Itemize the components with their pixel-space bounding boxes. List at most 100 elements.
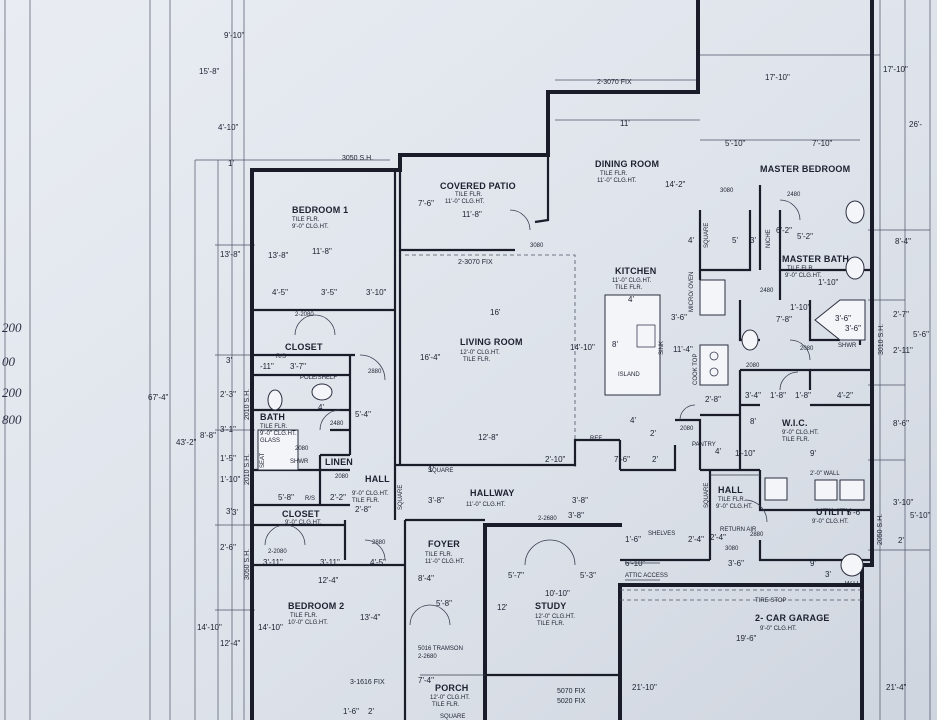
dim-patio: 11'-8" <box>462 210 482 219</box>
dim-br2b: 13'-4" <box>360 613 381 622</box>
dim-m12: 1'-8" <box>770 391 786 400</box>
dim-f1: 8'-4" <box>418 574 434 583</box>
living-room-floor: TILE FLR. <box>463 357 491 363</box>
window-2010-seat: 2010 S.H. <box>244 454 251 485</box>
kitchen-ceiling: 11'-0" CLG.HT. <box>612 278 652 284</box>
dim-m8: 7'-8" <box>776 315 792 324</box>
dim-r11: 21'-4" <box>886 683 907 692</box>
dim-top: 17'-10" <box>765 73 790 82</box>
dim-v7: 43'-2" <box>176 438 197 447</box>
bath-floor: TILE FLR. <box>260 424 288 430</box>
study-floor: TILE FLR. <box>537 621 565 627</box>
door-2080-mbath: 2080 <box>800 346 814 352</box>
dim-k4: 11'-4" <box>673 345 693 354</box>
foyer-ceiling: 11'-0" CLG.HT. <box>425 559 465 565</box>
door-2880-bed1: 2880 <box>368 369 382 375</box>
garage-ceiling: 9'-0" CLG.HT. <box>760 626 797 632</box>
dim-s2: 5'-7" <box>508 571 524 580</box>
window-1616: 3-1616 FIX <box>350 679 385 686</box>
dim-bed1-v: 13'-8" <box>268 251 289 260</box>
dim-h1: 2'-2" <box>330 493 346 502</box>
dim-dining-v: 14'-2" <box>665 180 686 189</box>
dim-k10: 2' <box>652 455 658 464</box>
dim-r5: 5'-6" <box>913 330 929 339</box>
dim-bed1-h: 11'-8" <box>312 247 332 256</box>
handwritten-notes: 200 00 200 800 <box>2 320 22 427</box>
cooktop-label: COOK TOP <box>693 354 699 385</box>
dimensions-interior: 11' 5'-10" 7'-10" 17'-10" 11'-8" 7'-6" 1… <box>232 73 863 716</box>
hall1-floor: TILE FLR. <box>352 498 380 504</box>
dim-c1: -11" <box>260 362 274 371</box>
shelves-label: SHELVES <box>648 531 675 537</box>
dim-r8: 3'-10" <box>893 498 914 507</box>
window-3050-bed2: 3050 S.H. <box>244 549 251 580</box>
living-room-name: LIVING ROOM <box>460 337 523 347</box>
misc-labels: ISLAND SINK COOK TOP MICRO/ OVEN PANTRY … <box>260 223 860 720</box>
covered-patio-name: COVERED PATIO <box>440 181 516 191</box>
dim-v13: 1'-10" <box>220 475 241 484</box>
window-2070-patio: 2-3070 FIX <box>458 259 493 266</box>
dim-m14: 4'-2" <box>837 391 853 400</box>
handwriting-1: 200 <box>2 320 22 335</box>
door-2-2680-study: 2-2680 <box>538 516 557 522</box>
dim-r3: 8'-4" <box>895 237 911 246</box>
study-name: STUDY <box>535 601 567 611</box>
bedroom2-name: BEDROOM 2 <box>288 601 344 611</box>
pole-shelf-label: POLE/SHELF <box>300 375 337 381</box>
bedroom2-ceiling: 10'-0" CLG.HT. <box>288 620 328 626</box>
dining-room-ceiling: 11'-0" CLG.HT. <box>597 178 637 184</box>
linen-name: LINEN <box>325 457 353 467</box>
dimensions-left: 9'-10" 15'-8" 4'-10" 1' 13'-8" 67'-4" 43… <box>148 31 245 648</box>
dim-c3: 3'-11" <box>263 558 283 567</box>
dim-g8: 2'-4" <box>688 535 704 544</box>
dim-v1: 9'-10" <box>224 31 245 40</box>
closet2-name: CLOSET <box>282 509 320 519</box>
master-bath-floor: TILE FLR. <box>787 266 815 272</box>
door-3080-master: 3080 <box>720 188 734 194</box>
room-labels: BEDROOM 1 TILE FLR. 9'-0" CLG.HT. COVERE… <box>260 159 851 708</box>
handwriting-3: 200 <box>2 385 22 400</box>
dim-br2a: 12'-4" <box>318 576 339 585</box>
covered-patio-ceiling: 11'-0" CLG.HT. <box>445 199 485 205</box>
dim-h5: 2'-4" <box>710 533 726 542</box>
hall1-name: HALL <box>365 474 390 484</box>
door-labels: 2-2080 2880 2480 2080 2080 3080 2-2680 2… <box>268 188 814 660</box>
dim-s3: 5'-3" <box>580 571 596 580</box>
dim-m3: 3' <box>750 236 756 245</box>
foyer-floor: TILE FLR. <box>425 552 453 558</box>
dim-v2: 15'-8" <box>199 67 220 76</box>
dim-m4: 6'-2" <box>776 226 792 235</box>
dim-living-3: 14'-10" <box>570 343 595 352</box>
dim-bed1-b: 3'-5" <box>321 288 337 297</box>
dim-g5: 3' <box>825 570 831 579</box>
dim-m9: 3'-6" <box>835 314 851 323</box>
bath-glass: GLASS <box>260 438 280 444</box>
master-bath-ceiling: 9'-0" CLG.HT. <box>785 273 822 279</box>
closet1-name: CLOSET <box>285 342 323 352</box>
dim-r2: 26'- <box>909 120 922 129</box>
door-2880-bed2: 2880 <box>372 540 386 546</box>
dim-m10: 3'-6" <box>845 324 861 333</box>
garage-lines <box>620 474 862 601</box>
dim-r1: 17'-10" <box>883 65 908 74</box>
dim-u1: 5'-6" <box>847 508 863 517</box>
dim-v16: 14'-10" <box>197 623 222 632</box>
window-3050-top: 3050 S.H. <box>342 155 373 162</box>
bath-ceiling: 9'-0" CLG.HT. <box>260 431 297 437</box>
bedroom1-floor: TILE FLR. <box>292 217 320 223</box>
window-5020: 5020 FIX <box>557 698 586 705</box>
fixtures <box>257 200 866 577</box>
covered-patio-floor: TILE FLR. <box>455 192 483 198</box>
dim-k6: 4' <box>630 416 636 425</box>
door-2480-mbath2: 2480 <box>760 288 774 294</box>
hallway-ceiling: 11'-0" CLG.HT. <box>466 502 506 508</box>
dim-g2: 21'-10" <box>632 683 657 692</box>
ref-label: REF. <box>590 436 603 442</box>
dim-mb1: 5'-10" <box>725 139 746 148</box>
living-room-ceiling: 12'-0" CLG.HT. <box>460 350 500 356</box>
dim-h3: 5'-8" <box>278 493 294 502</box>
shower-label: SHWR <box>290 459 309 465</box>
dining-room-name: DINING ROOM <box>595 159 659 169</box>
